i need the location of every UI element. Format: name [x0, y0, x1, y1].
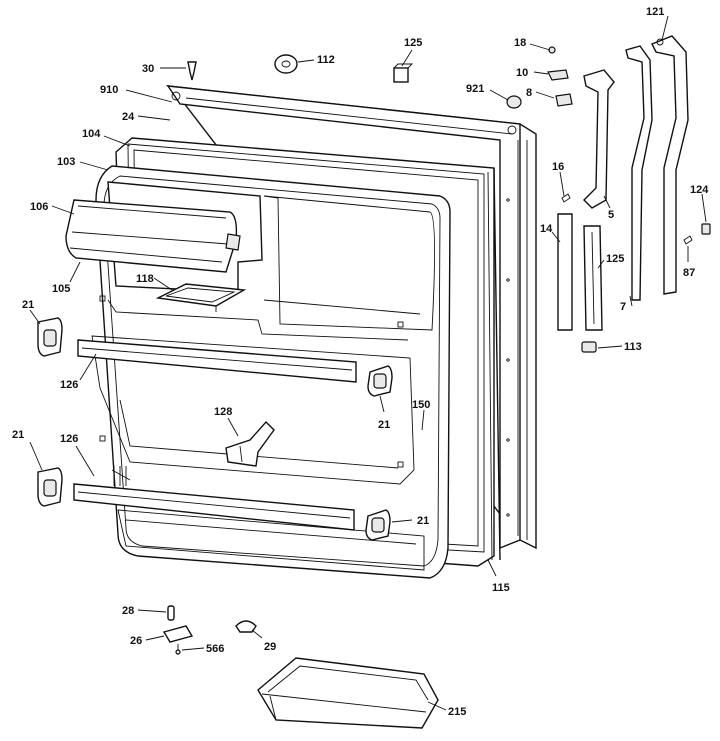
callout-112: 112: [317, 54, 335, 66]
callout-21-upper-left: 21: [22, 299, 34, 311]
callout-16: 16: [552, 161, 564, 173]
callout-29: 29: [264, 641, 276, 653]
callout-26: 26: [130, 635, 142, 647]
hinge-hardware: [506, 35, 711, 353]
callout-128: 128: [214, 406, 232, 418]
callout-118: 118: [136, 273, 154, 285]
bottom-small-parts: [162, 605, 257, 655]
callout-10: 10: [516, 67, 528, 79]
top-small-parts: [187, 54, 414, 83]
callout-5: 5: [608, 209, 614, 221]
callout-125: 125: [404, 37, 422, 49]
callout-115: 115: [492, 582, 510, 594]
callout-910: 910: [100, 84, 118, 96]
liner-bracket: [225, 420, 275, 467]
callout-21-upper-right: 21: [378, 419, 390, 431]
callout-8: 8: [526, 87, 532, 99]
callout-30: 30: [142, 63, 154, 75]
callout-87: 87: [683, 267, 695, 279]
callout-21-lower-left: 21: [12, 429, 24, 441]
callout-21-lower-right: 21: [417, 515, 429, 527]
callout-14: 14: [540, 223, 553, 235]
callout-28: 28: [122, 605, 134, 617]
callout-566: 566: [206, 643, 224, 655]
callout-104: 104: [82, 128, 101, 140]
callout-921: 921: [466, 83, 484, 95]
callout-labels: 121 18 125 30 112 10 921 8 910 24 104 10…: [12, 6, 709, 718]
butter-tray: [155, 283, 247, 312]
callout-150: 150: [412, 399, 430, 411]
callout-113: 113: [624, 341, 642, 353]
callout-106: 106: [30, 201, 48, 213]
shelf-end-caps: [37, 317, 393, 541]
callout-126-upper: 126: [60, 379, 78, 391]
callout-124: 124: [690, 184, 709, 196]
callout-24: 24: [122, 111, 135, 123]
door-shelf-rails: [73, 339, 357, 531]
dairy-compartment-door: [65, 199, 241, 273]
callout-7: 7: [620, 301, 626, 313]
door-bin: [257, 657, 439, 729]
callout-125-strip: 125: [606, 253, 624, 265]
callout-121: 121: [646, 6, 664, 18]
callout-105: 105: [52, 283, 70, 295]
callout-18: 18: [514, 37, 526, 49]
callout-215: 215: [448, 706, 466, 718]
callout-126-lower: 126: [60, 433, 78, 445]
callout-103: 103: [57, 156, 75, 168]
